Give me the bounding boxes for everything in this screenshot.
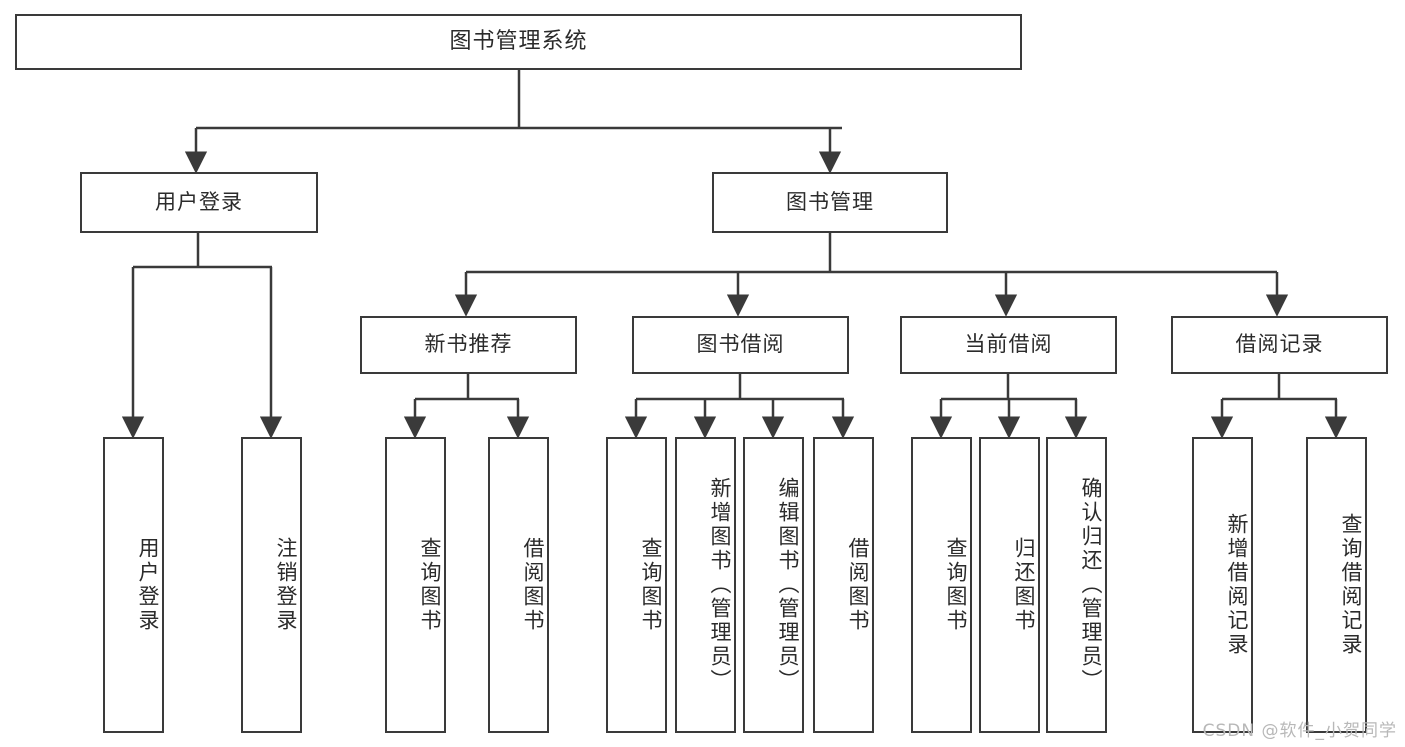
- node-borrowing-record[interactable]: 借阅记录: [1171, 316, 1388, 374]
- node-label: 新增借阅记录: [1225, 513, 1249, 657]
- node-label: 查询图书: [944, 537, 968, 633]
- node-current-borrowing[interactable]: 当前借阅: [900, 316, 1117, 374]
- node-label: 确认归还（管理员）: [1079, 477, 1103, 693]
- leaf-query-book-current[interactable]: 查询图书: [911, 437, 972, 733]
- node-label: 注销登录: [274, 537, 298, 633]
- node-book-borrowing[interactable]: 图书借阅: [632, 316, 849, 374]
- node-label: 图书管理系统: [449, 28, 588, 54]
- node-label: 编辑图书（管理员）: [776, 477, 800, 693]
- node-label: 查询图书: [639, 537, 663, 633]
- node-label: 借阅图书: [521, 537, 545, 633]
- node-label: 借阅图书: [846, 537, 870, 633]
- leaf-confirm-return-admin[interactable]: 确认归还（管理员）: [1046, 437, 1107, 733]
- leaf-borrow-book-borrowing[interactable]: 借阅图书: [813, 437, 874, 733]
- node-label: 归还图书: [1012, 537, 1036, 633]
- leaf-edit-book-admin[interactable]: 编辑图书（管理员）: [743, 437, 804, 733]
- leaf-query-book-new-rec[interactable]: 查询图书: [385, 437, 446, 733]
- leaf-add-borrow-record[interactable]: 新增借阅记录: [1192, 437, 1253, 733]
- node-label: 用户登录: [155, 189, 243, 214]
- leaf-borrow-book-new-rec[interactable]: 借阅图书: [488, 437, 549, 733]
- leaf-add-book-admin[interactable]: 新增图书（管理员）: [675, 437, 736, 733]
- node-label: 图书管理: [786, 189, 874, 214]
- watermark-text: CSDN @软件_小贺同学: [1202, 721, 1397, 741]
- node-label: 当前借阅: [964, 332, 1053, 357]
- node-book-management[interactable]: 图书管理: [712, 172, 948, 233]
- node-label: 新增图书（管理员）: [708, 477, 732, 693]
- leaf-logout[interactable]: 注销登录: [241, 437, 302, 733]
- node-label: 查询借阅记录: [1339, 513, 1363, 657]
- leaf-query-borrow-record[interactable]: 查询借阅记录: [1306, 437, 1367, 733]
- node-label: 新书推荐: [424, 332, 513, 357]
- node-root-library-management-system[interactable]: 图书管理系统: [15, 14, 1022, 70]
- node-user-login[interactable]: 用户登录: [80, 172, 318, 233]
- leaf-user-login[interactable]: 用户登录: [103, 437, 164, 733]
- node-label: 图书借阅: [696, 332, 785, 357]
- node-label: 用户登录: [136, 537, 160, 633]
- leaf-query-book-borrowing[interactable]: 查询图书: [606, 437, 667, 733]
- node-new-book-recommendation[interactable]: 新书推荐: [360, 316, 577, 374]
- leaf-return-book[interactable]: 归还图书: [979, 437, 1040, 733]
- node-label: 查询图书: [418, 537, 442, 633]
- node-label: 借阅记录: [1235, 332, 1324, 357]
